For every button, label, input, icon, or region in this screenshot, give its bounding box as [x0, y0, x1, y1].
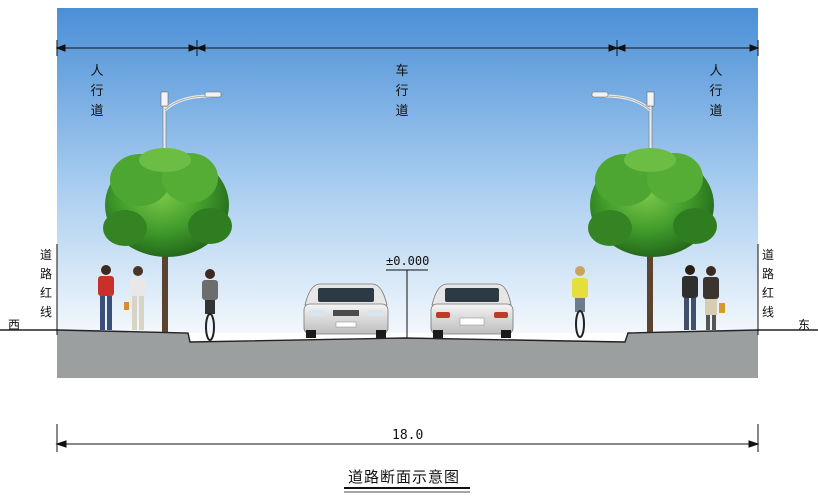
pedestrian-right-2	[703, 266, 725, 330]
pedestrian-left-1	[98, 265, 114, 330]
cyclist-right	[572, 266, 588, 338]
diagram-title: 道路断面示意图	[348, 468, 461, 486]
total-width-label: 18.0	[392, 428, 424, 443]
cyclist-left	[202, 269, 218, 341]
top-dimension-line	[55, 40, 760, 56]
right-tree	[588, 148, 717, 332]
east-label: 东	[798, 318, 811, 332]
road-surface-line	[0, 329, 818, 343]
elevation-marker-symbol	[386, 269, 428, 338]
left-red-line-label: 道路红线	[39, 248, 52, 319]
car-right	[430, 283, 514, 338]
carriageway-label: 车行道	[395, 64, 409, 119]
right-street-lamp	[591, 91, 655, 153]
title-underline	[344, 487, 470, 493]
pedestrian-left-2	[124, 266, 146, 330]
pedestrian-right-1	[682, 265, 698, 330]
west-label: 西	[8, 318, 21, 332]
left-tree	[103, 148, 232, 332]
elevation-label: ±0.000	[386, 254, 430, 268]
left-sidewalk-label: 人行道	[90, 64, 104, 119]
bottom-dimension-line	[55, 424, 760, 452]
ground-section	[57, 330, 758, 378]
right-sidewalk-label: 人行道	[709, 64, 723, 119]
car-left	[303, 283, 389, 338]
left-street-lamp	[160, 91, 222, 153]
right-red-line-label: 道路红线	[761, 248, 774, 319]
